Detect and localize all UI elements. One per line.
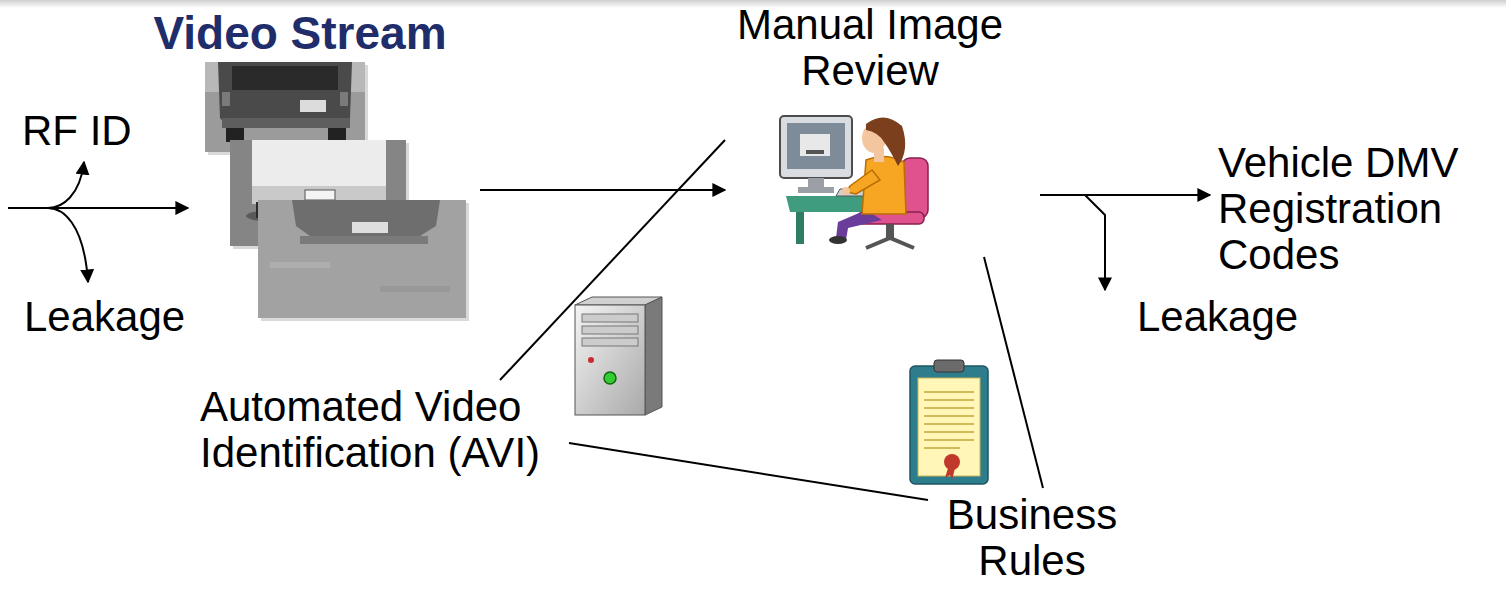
road-texture <box>270 262 330 268</box>
monitor-stand <box>808 178 824 188</box>
reviewer-arm <box>846 170 880 194</box>
bumper <box>222 118 350 128</box>
clipboard-paper <box>918 378 980 476</box>
branch-text: RF ID <box>22 108 152 154</box>
paper-lines <box>924 392 974 448</box>
split-arrow <box>48 162 84 208</box>
system-label: Automated Video Identification (AVI) <box>196 380 569 481</box>
reviewer-hand <box>842 187 850 195</box>
tail-light <box>340 92 348 106</box>
output-text: Vehicle DMV Registration Codes <box>1218 140 1480 279</box>
road-texture <box>380 286 450 292</box>
tyre <box>226 128 244 142</box>
input-arrow <box>8 207 188 209</box>
branch-label: Leakage <box>20 290 203 345</box>
vehicle-shadow <box>300 236 428 244</box>
paper-seal <box>944 454 960 470</box>
monitor <box>780 116 852 178</box>
branch-text: Leakage <box>1137 294 1312 340</box>
screen-vehicle <box>800 134 830 156</box>
clipboard-clip <box>934 360 964 372</box>
suv-body <box>218 62 352 128</box>
flow-arrow <box>480 189 725 191</box>
flow-arrow <box>1040 195 1105 290</box>
status-light <box>588 357 594 363</box>
suv-window <box>232 66 338 90</box>
rules-text: Business Rules <box>932 492 1132 584</box>
branch-label: RF ID <box>18 104 156 159</box>
frame-ground <box>205 62 365 152</box>
drive-bay <box>582 326 638 334</box>
relation-line <box>984 257 1043 488</box>
split-arrow <box>48 208 88 282</box>
monitor-screen <box>787 123 845 169</box>
relation-line <box>500 140 725 380</box>
clipboard-board <box>910 366 988 484</box>
tower-side <box>645 297 662 415</box>
drive-bay <box>582 338 638 346</box>
stream-group: Video Stream <box>120 4 480 326</box>
desk-leg <box>796 212 804 244</box>
monitor-base <box>798 187 834 193</box>
branch-text: Leakage <box>24 294 199 340</box>
reviewer-clipart <box>780 116 928 248</box>
relation-line <box>569 443 928 500</box>
server-icon <box>575 297 662 415</box>
step-text: Manual Image Review <box>725 2 1015 94</box>
licence-plate <box>352 222 388 233</box>
chair-base <box>866 238 914 248</box>
reviewer-hair <box>866 117 905 166</box>
reviewer-shoe <box>829 236 847 244</box>
drive-bay <box>582 314 638 322</box>
system-text: Automated Video Identification (AVI) <box>200 384 565 476</box>
bumper <box>292 200 440 236</box>
video-frame <box>258 200 469 321</box>
frame-ground <box>258 200 466 318</box>
screen-plate <box>806 150 824 154</box>
tail-light <box>222 92 230 106</box>
power-light <box>604 372 616 384</box>
rules-label: Business Rules <box>928 488 1136 589</box>
section-heading: Video Stream <box>130 8 470 59</box>
branch-label: Leakage <box>1095 290 1316 345</box>
licence-plate <box>300 100 326 112</box>
clipboard-icon <box>910 360 988 484</box>
seal-ribbon <box>945 468 955 480</box>
output-label: Vehicle DMV Registration Codes <box>1210 136 1484 283</box>
pickup-tailgate <box>252 140 386 192</box>
tyre <box>328 128 346 142</box>
review-step: Manual Image Review <box>725 2 1040 257</box>
licence-plate <box>305 190 335 200</box>
tower-front <box>575 305 645 415</box>
